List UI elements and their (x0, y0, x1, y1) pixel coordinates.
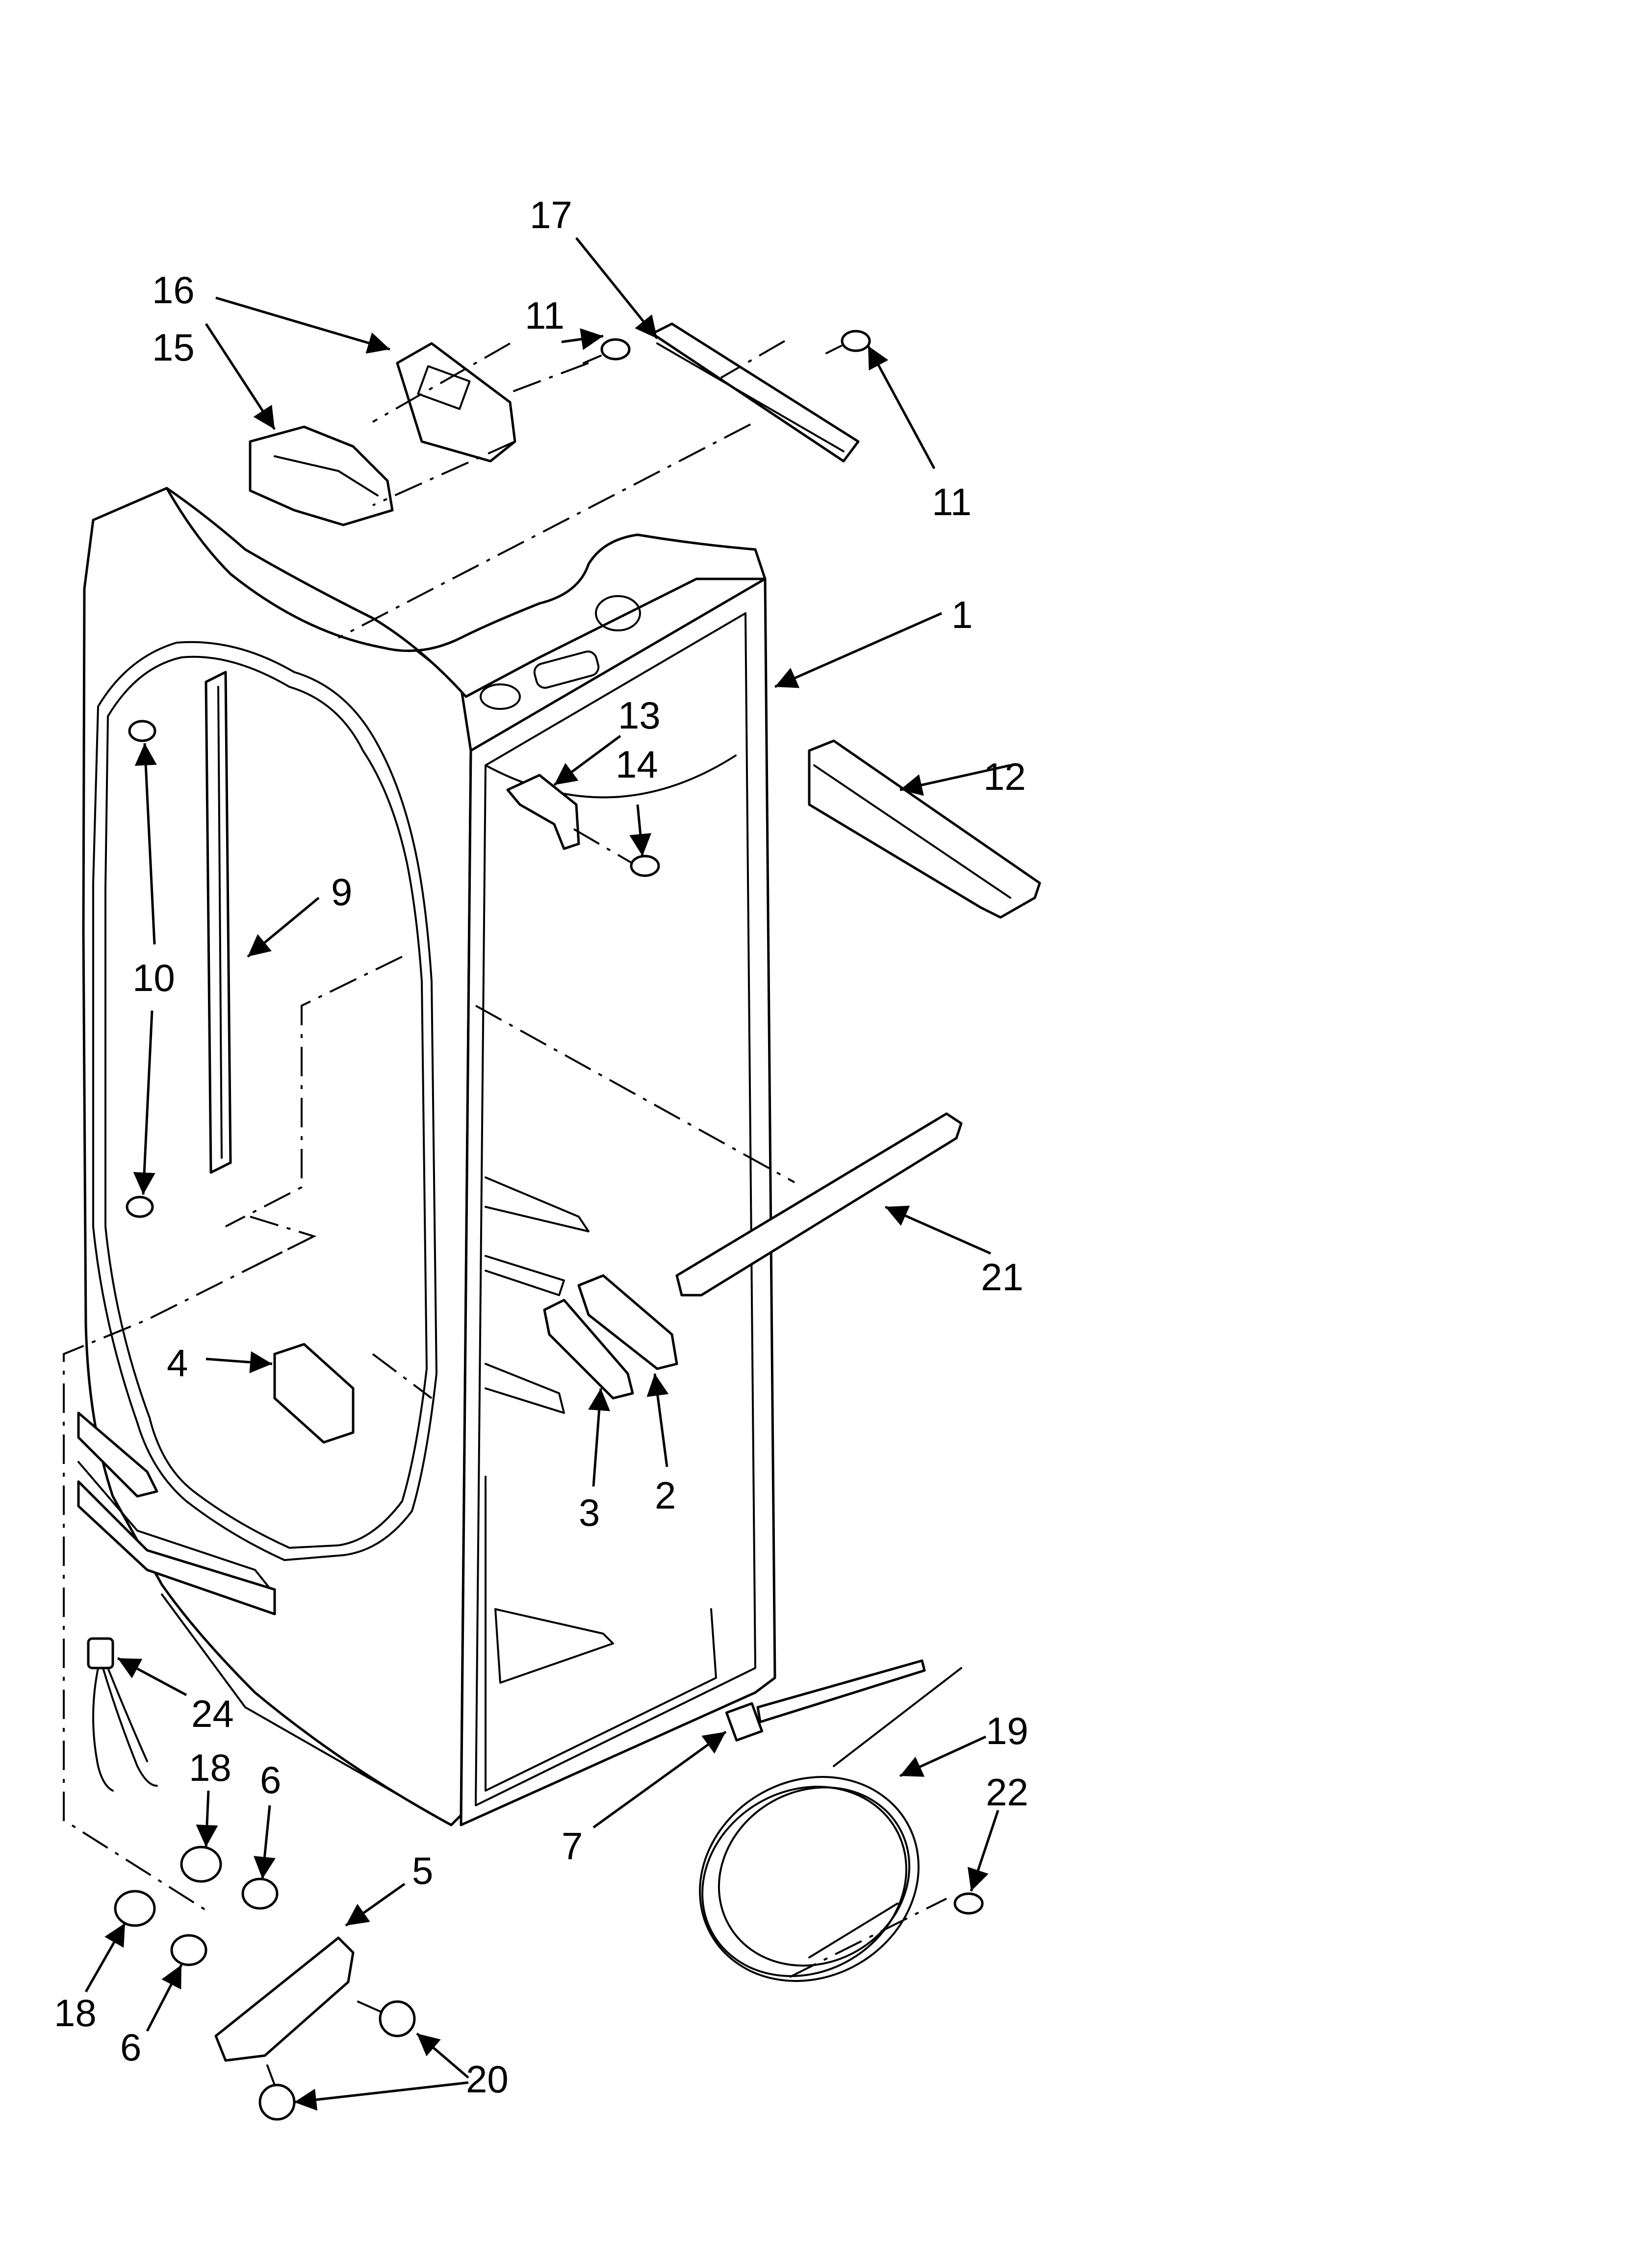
top-channel (651, 322, 860, 463)
callout-labels: 17 16 15 11 11 1 13 14 12 9 10 21 4 3 2 … (54, 193, 1028, 2101)
callout-9: 9 (331, 870, 352, 913)
bracket (577, 1274, 678, 1370)
callout-12: 12 (983, 755, 1026, 798)
light-cover (396, 342, 516, 463)
screw (953, 1892, 984, 1915)
thermostat-housing (214, 1936, 355, 2062)
cable-tie (725, 1659, 926, 1742)
shelf-support (808, 739, 1041, 919)
knob (180, 1846, 222, 1883)
screw (128, 720, 156, 742)
cabinet-liner (77, 487, 776, 1826)
screw (630, 855, 660, 877)
callout-5: 5 (412, 1849, 433, 1892)
light-housing (249, 425, 394, 526)
tubing-coil (699, 1667, 962, 1982)
callout-2: 2 (655, 1474, 676, 1517)
callout-19: 19 (986, 1709, 1028, 1752)
rail (675, 1112, 963, 1297)
screw (825, 330, 871, 354)
alignment-lines (63, 340, 947, 1978)
wire-harness (87, 1637, 158, 1792)
callout-24: 24 (191, 1692, 234, 1735)
callout-14: 14 (616, 743, 658, 786)
callout-20: 20 (466, 2058, 509, 2101)
callout-22: 22 (986, 1771, 1028, 1814)
control (241, 1877, 279, 1910)
callout-4: 4 (167, 1341, 188, 1384)
knob (114, 1890, 156, 1927)
callout-18: 18 (189, 1746, 231, 1789)
callout-15: 15 (152, 326, 195, 369)
callout-16: 16 (152, 268, 195, 312)
callout-6: 6 (120, 2026, 141, 2069)
bracket (506, 774, 580, 850)
callout-3: 3 (579, 1491, 600, 1534)
bulb (357, 2000, 416, 2037)
callout-17: 17 (530, 193, 572, 236)
callout-13: 13 (618, 694, 661, 737)
bracket (543, 1299, 634, 1400)
callout-6: 6 (260, 1758, 281, 1801)
vent-grille (273, 1343, 355, 1444)
bulb (258, 2064, 296, 2121)
screw (126, 1196, 154, 1218)
callout-11: 11 (525, 294, 564, 337)
callout-21: 21 (981, 1255, 1024, 1299)
callout-7: 7 (562, 1825, 583, 1868)
callout-11: 11 (932, 480, 972, 523)
screw (583, 338, 631, 364)
callout-10: 10 (132, 956, 175, 999)
callout-1: 1 (951, 593, 973, 636)
control (170, 1934, 207, 1966)
leader-lines (84, 237, 1011, 2111)
callout-18: 18 (54, 1991, 97, 2034)
shelf-ladder (205, 671, 232, 1174)
